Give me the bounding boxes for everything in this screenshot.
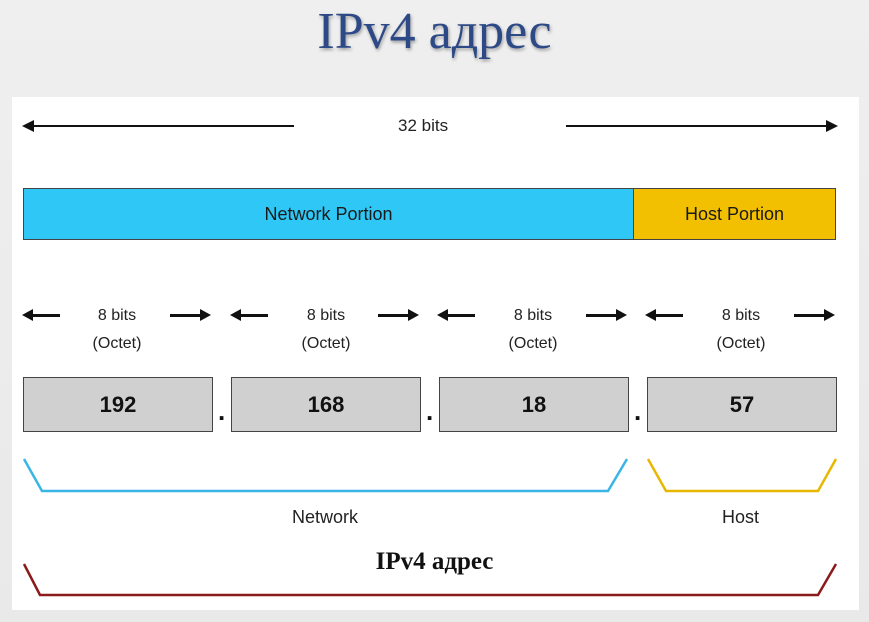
arrow-right-icon (826, 120, 838, 132)
arrow-line (238, 314, 268, 317)
octet-sub-label: (Octet) (301, 335, 351, 352)
page-title: IPv4 адрес (317, 3, 552, 60)
octet-value: 192 (99, 391, 137, 417)
arrow-line-left (32, 125, 294, 127)
octet-box-2: 168 (231, 377, 421, 432)
host-bracket (646, 458, 838, 493)
arrow-line (794, 314, 826, 317)
octet-bits-label: 8 bits (97, 307, 137, 324)
octet-bits-label: 8 bits (513, 307, 553, 324)
octet-sub-label: (Octet) (716, 335, 766, 352)
octet-value: 57 (729, 391, 755, 417)
host-portion-label: Host Portion (684, 203, 785, 224)
arrow-line (445, 314, 475, 317)
total-bits-label: 32 bits (398, 116, 449, 135)
octet-sub-label: (Octet) (508, 335, 558, 352)
arrow-left-icon (22, 120, 34, 132)
octet-sub-label: (Octet) (92, 335, 142, 352)
arrow-left-icon (22, 309, 33, 321)
octet-bits-label: 8 bits (721, 307, 761, 324)
network-label: Network (292, 507, 359, 527)
network-portion-bar: Network Portion (23, 188, 634, 240)
octet-box-1: 192 (23, 377, 213, 432)
arrow-left-icon (437, 309, 448, 321)
host-label: Host (722, 507, 760, 527)
arrow-line (170, 314, 202, 317)
arrow-line (30, 314, 60, 317)
arrow-right-icon (616, 309, 627, 321)
octet-separator: . (426, 396, 434, 426)
octet-value: 18 (521, 391, 547, 417)
arrow-line (378, 314, 410, 317)
octet-bits-label: 8 bits (306, 307, 346, 324)
arrow-left-icon (645, 309, 656, 321)
diagram-panel (12, 97, 859, 610)
arrow-right-icon (200, 309, 211, 321)
arrow-line (586, 314, 618, 317)
address-label: IPv4 адрес (375, 548, 494, 575)
arrow-line (653, 314, 683, 317)
arrow-right-icon (408, 309, 419, 321)
arrow-right-icon (824, 309, 835, 321)
address-bracket (22, 563, 838, 597)
arrow-left-icon (230, 309, 241, 321)
octet-value: 168 (307, 391, 345, 417)
octet-box-4: 57 (647, 377, 837, 432)
network-portion-label: Network Portion (264, 203, 393, 224)
arrow-line-right (566, 125, 828, 127)
network-bracket (22, 458, 629, 493)
octet-separator: . (634, 396, 642, 426)
octet-separator: . (218, 396, 226, 426)
host-portion-bar: Host Portion (633, 188, 836, 240)
octet-box-3: 18 (439, 377, 629, 432)
